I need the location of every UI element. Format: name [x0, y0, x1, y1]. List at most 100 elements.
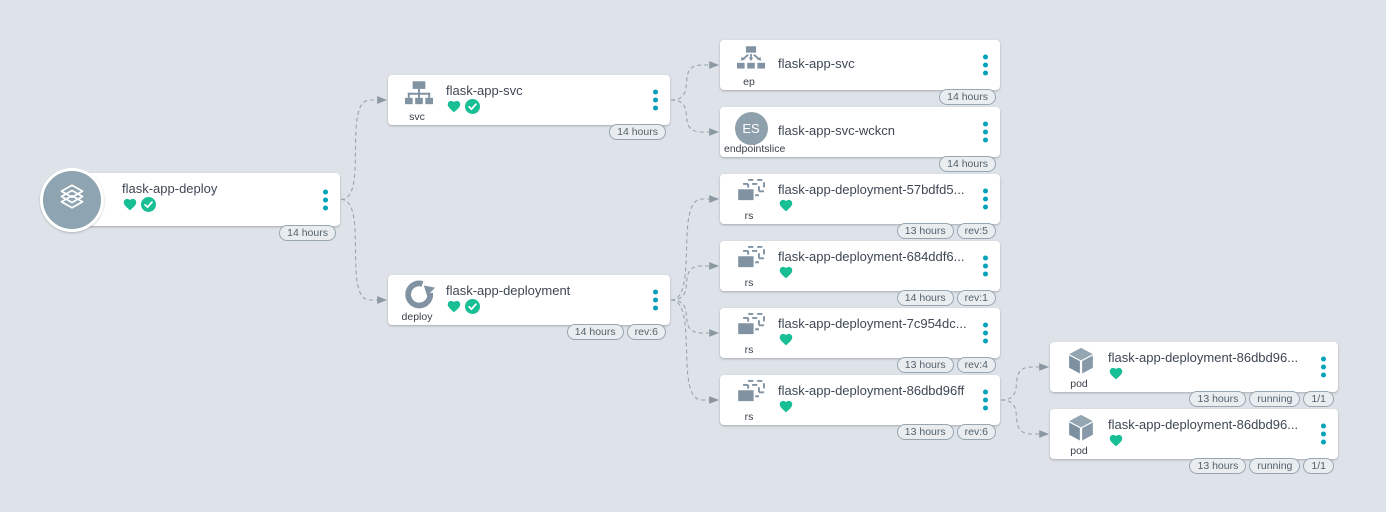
healthy-heart-icon [446, 299, 462, 319]
node-menu-button[interactable] [650, 87, 661, 114]
node-body: flask-app-deploy [122, 173, 340, 214]
node-icon-box [1063, 413, 1099, 448]
healthy-heart-icon [778, 399, 794, 419]
node-body: flask-app-svc-wckcn [778, 107, 1000, 138]
node-badge: 1/1 [1303, 391, 1334, 407]
node-title: flask-app-svc [778, 56, 855, 71]
node-app[interactable]: flask-app-deploy 14 hours [40, 168, 340, 241]
edge-deploy-rs2 [670, 262, 720, 301]
healthy-heart-icon [1108, 366, 1124, 386]
application-circle [40, 168, 104, 232]
node-kind-label: rs [744, 344, 754, 356]
node-badge: 13 hours [896, 357, 954, 373]
node-status-row [446, 98, 670, 119]
node-title: flask-app-deployment-86dbd96ff [778, 383, 965, 398]
node-title: flask-app-svc-wckcn [778, 123, 896, 138]
node-icon-box: ES [733, 111, 769, 145]
synced-check-icon [465, 298, 480, 319]
node-menu-button[interactable] [980, 253, 991, 280]
node-badge-row: 14 hours [279, 225, 336, 241]
healthy-heart-icon [1108, 433, 1124, 453]
node-title: flask-app-deployment-7c954dc... [778, 316, 967, 331]
node-menu-button[interactable] [980, 320, 991, 347]
pod-cube-icon [1065, 413, 1097, 448]
node-menu-button[interactable] [980, 387, 991, 414]
synced-check-icon [141, 196, 156, 217]
healthy-heart-icon [446, 99, 462, 119]
node-kind-label: rs [744, 277, 754, 289]
node-menu-button[interactable] [320, 186, 331, 213]
endpoints-icon [735, 45, 767, 78]
edge-svc-es [670, 99, 720, 136]
node-status-row [1108, 366, 1338, 386]
node-status-row [778, 399, 1000, 419]
node-title: flask-app-deployment-684ddf6... [778, 249, 965, 264]
node-badge: rev:6 [956, 424, 996, 440]
node-icon-box [733, 245, 769, 280]
node-title: flask-app-deploy [122, 181, 218, 196]
node-menu-button[interactable] [980, 186, 991, 213]
node-title: flask-app-deployment [446, 283, 571, 298]
edge-deploy-rs3 [670, 299, 720, 337]
edge-deploy-rs1 [670, 195, 720, 301]
node-body: flask-app-deployment-86dbd96... [1108, 342, 1338, 383]
node-badge: 14 hours [566, 324, 624, 340]
node-kind-label: pod [1070, 378, 1088, 390]
edge-svc-ep [670, 61, 720, 101]
node-kind-label: pod [1070, 445, 1088, 457]
node-menu-button[interactable] [980, 52, 991, 79]
healthy-heart-icon [122, 197, 138, 217]
service-tree-icon [403, 80, 435, 113]
node-status-row [778, 198, 1000, 218]
node-menu-button[interactable] [1318, 421, 1329, 448]
node-icon-box [733, 312, 769, 344]
deploy-arrow-icon [403, 278, 435, 315]
node-body: flask-app-deployment-684ddf6... [778, 241, 1000, 282]
node-title: flask-app-svc [446, 83, 523, 98]
node-status-row [446, 298, 670, 319]
node-kind-label: endpointslice [724, 143, 786, 155]
node-menu-button[interactable] [980, 119, 991, 146]
node-body: flask-app-deployment-86dbd96... [1108, 409, 1338, 450]
pod-cube-icon [1065, 346, 1097, 381]
node-badge: rev:4 [956, 357, 996, 373]
layers-icon [54, 180, 90, 221]
node-menu-button[interactable] [650, 287, 661, 314]
node-badge: running [1249, 458, 1301, 474]
replicaset-icon [734, 245, 768, 280]
node-rs2[interactable]: rs flask-app-deployment-684ddf6... 14 hour… [720, 241, 1000, 306]
node-status-row [122, 196, 340, 217]
replicaset-icon [734, 379, 768, 414]
node-badge: 14 hours [939, 156, 996, 172]
node-icon-box [401, 280, 437, 311]
node-badge: running [1249, 391, 1301, 407]
healthy-heart-icon [778, 198, 794, 218]
node-icon-box [733, 379, 769, 414]
node-kind-label: ep [743, 76, 755, 88]
node-icon-box [401, 80, 437, 113]
node-status-row [1108, 433, 1338, 453]
node-badge-row: 14 hours [609, 124, 666, 140]
node-badge: rev:6 [626, 324, 666, 340]
node-badge: 1/1 [1303, 458, 1334, 474]
node-svc[interactable]: svc flask-app-svc 14 hours [388, 75, 670, 140]
node-kind-label: svc [409, 111, 425, 123]
node-rs3[interactable]: rs flask-app-deployment-7c954dc... 13 hour… [720, 308, 1000, 373]
node-badge: 14 hours [896, 290, 954, 306]
healthy-heart-icon [778, 332, 794, 352]
edge-rs4-pod1 [1000, 363, 1050, 401]
node-menu-button[interactable] [1318, 354, 1329, 381]
